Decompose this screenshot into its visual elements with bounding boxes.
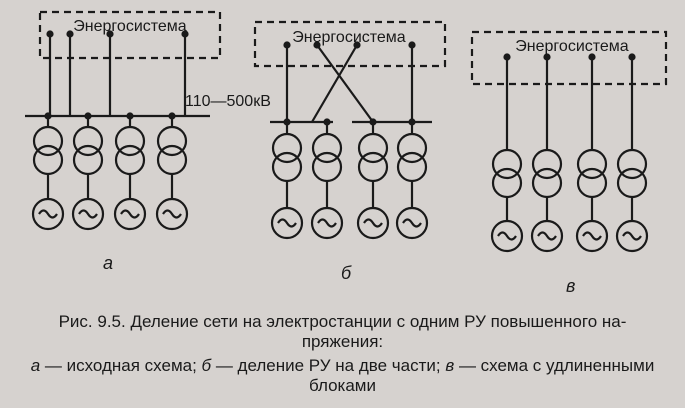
panel-v-label: в [566,276,575,296]
transformer-a1 [32,125,64,157]
transformer-b3 [357,132,389,164]
generator-b2 [310,206,344,240]
generator-v4 [615,219,649,253]
generator-b3 [356,206,390,240]
figure-caption-line1: Рис. 9.5. Деление сети на электростанции… [0,312,685,332]
generator-units-b [270,118,429,240]
legend-text-b: — деление РУ на две части; [211,356,446,375]
legend-text-v-cont: блоками [309,376,376,395]
generator-units-v [490,53,649,253]
transformer-a3 [114,125,146,157]
figure-caption-line2: пряжения: [0,332,685,352]
transformer-b2 [311,132,343,164]
legend-marker-b: б [201,356,212,375]
panel-a: Энергосистема 110—500кВ [25,10,271,273]
power-system-label-a: Энергосистема [73,18,187,35]
caption-title-line1: Рис. 9.5. Деление сети на электростанции… [58,312,627,331]
transformer-b4 [396,132,428,164]
generator-v1 [490,219,524,253]
panel-a-label: а [103,253,113,273]
voltage-label: 110—500кВ [185,93,271,110]
generator-a1 [31,197,65,231]
transformer-a2 [72,125,104,157]
substation-diagram: Энергосистема 110—500кВ [25,10,668,296]
caption-title-line2: пряжения: [301,332,384,351]
power-system-box-b [253,20,447,68]
transformer-v3 [576,148,608,180]
panel-b-label: б [341,263,352,283]
transformer-v4 [616,148,648,180]
transformer-v2 [531,148,563,180]
power-system-label-b: Энергосистема [292,29,406,46]
transformer-v1 [491,148,523,180]
generator-units-a [31,112,189,231]
power-system-label-v: Энергосистема [515,38,629,55]
panel-b: Энергосистема [253,20,447,283]
generator-v3 [575,219,609,253]
figure-legend-line2: блоками [0,376,685,396]
generator-b4 [395,206,429,240]
panel-v: Энергосистема [470,30,668,296]
generator-a4 [155,197,189,231]
transformer-b1 [271,132,303,164]
figure-legend-line1: а — исходная схема; б — деление РУ на дв… [0,356,685,376]
transformer-a4 [156,125,188,157]
generator-a3 [113,197,147,231]
generator-b1 [270,206,304,240]
legend-marker-v: в [445,356,455,375]
generator-v2 [530,219,564,253]
power-system-box-a [38,10,222,60]
legend-text-a: — исходная схема; [40,356,202,375]
legend-marker-a: а [30,356,41,375]
legend-text-v: — схема с удлиненными [454,356,655,375]
power-system-box-v [470,30,668,86]
generator-a2 [71,197,105,231]
